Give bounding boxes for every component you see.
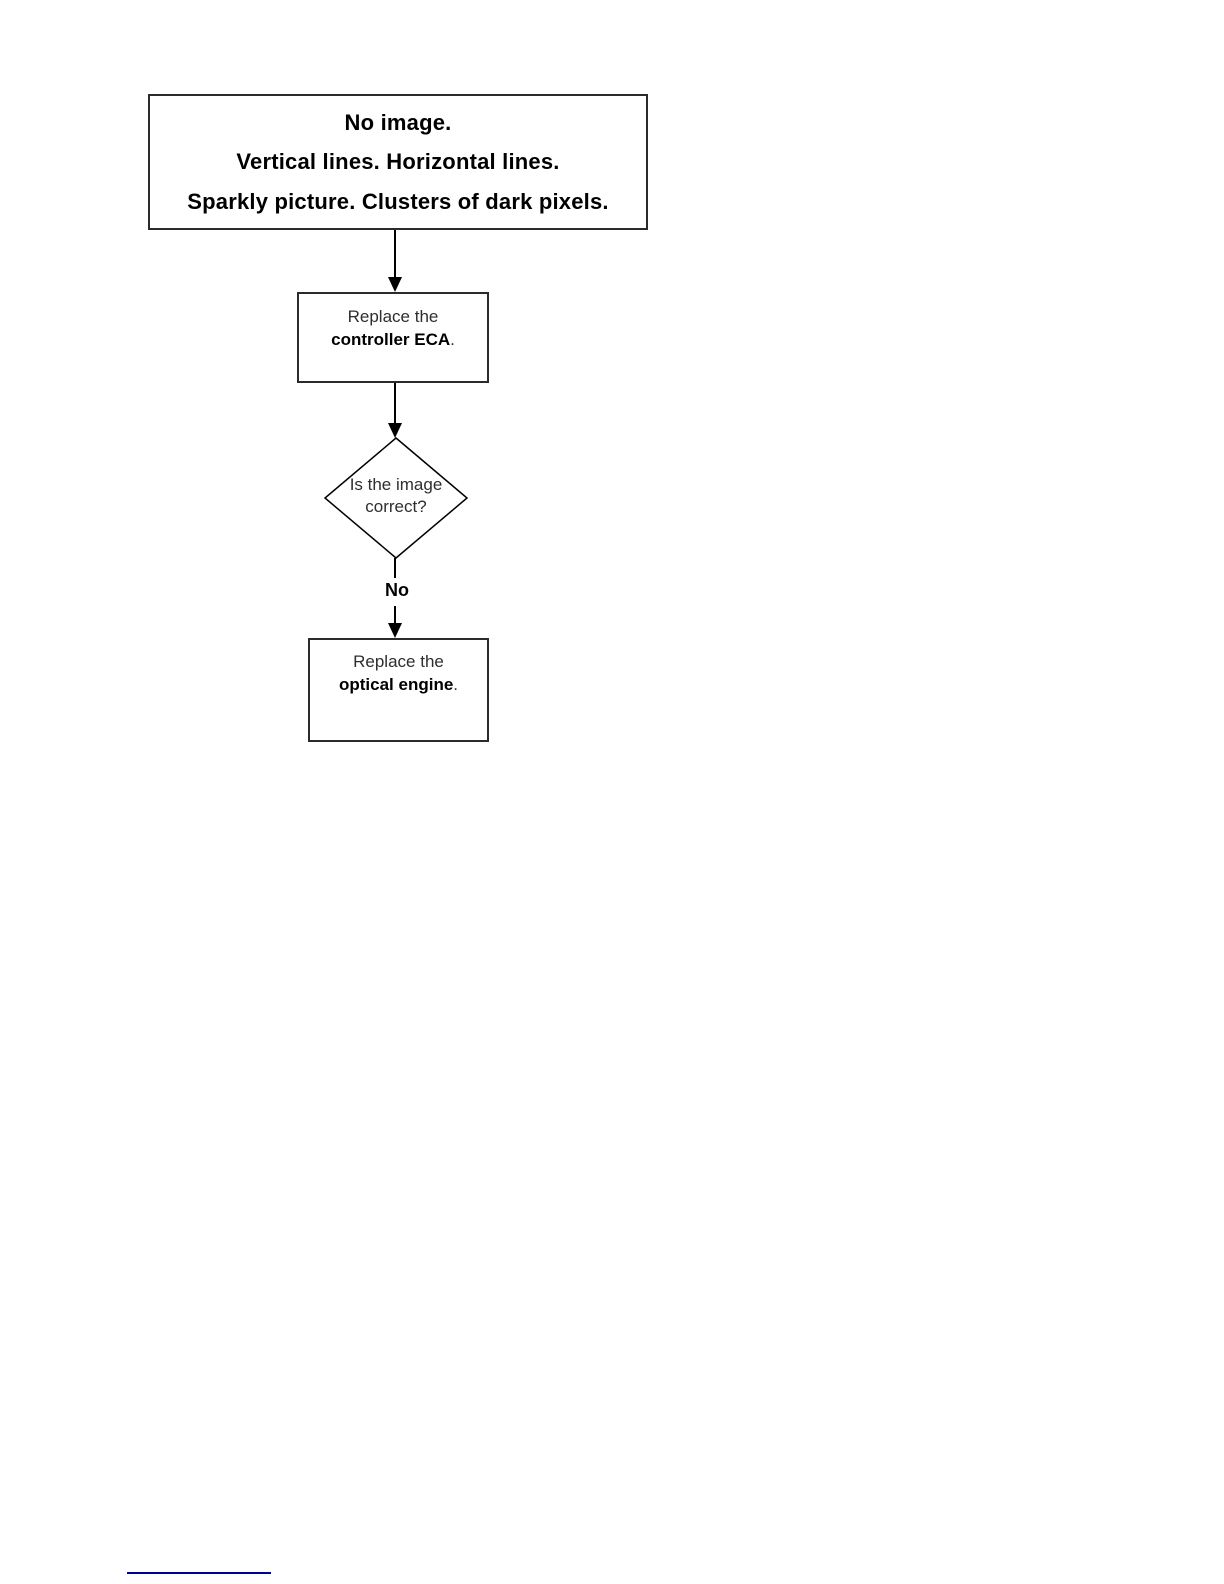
no-branch-label: No [385,580,409,600]
arrow-down-icon [388,277,402,292]
arrow-down-icon [388,623,402,638]
symptom-line: Sparkly picture. Clusters of dark pixels… [187,188,609,214]
symptom-box: No image. Vertical lines. Horizontal lin… [148,94,648,230]
footer-rule [127,1572,271,1574]
step-emphasis: controller ECA [331,330,451,349]
decision-line: correct? [365,497,427,516]
decision-diamond-text: Is the image correct? [325,474,467,518]
step-line: controller ECA. [299,328,487,351]
step-suffix: . [450,330,455,349]
symptom-line: Vertical lines. Horizontal lines. [236,149,560,174]
step-suffix: . [453,675,459,694]
step-line: optical engine. [310,673,487,696]
replace-optical-box: Replace the optical engine. [308,638,489,742]
step-emphasis: optical engine [338,675,454,694]
arrow-down-icon [388,423,402,438]
step-line: Replace the [353,652,444,671]
symptom-line: No image. [344,109,452,135]
replace-controller-box: Replace the controller ECA. [297,292,489,383]
step-line: Replace the [347,307,439,326]
decision-line: Is the image [349,475,443,494]
